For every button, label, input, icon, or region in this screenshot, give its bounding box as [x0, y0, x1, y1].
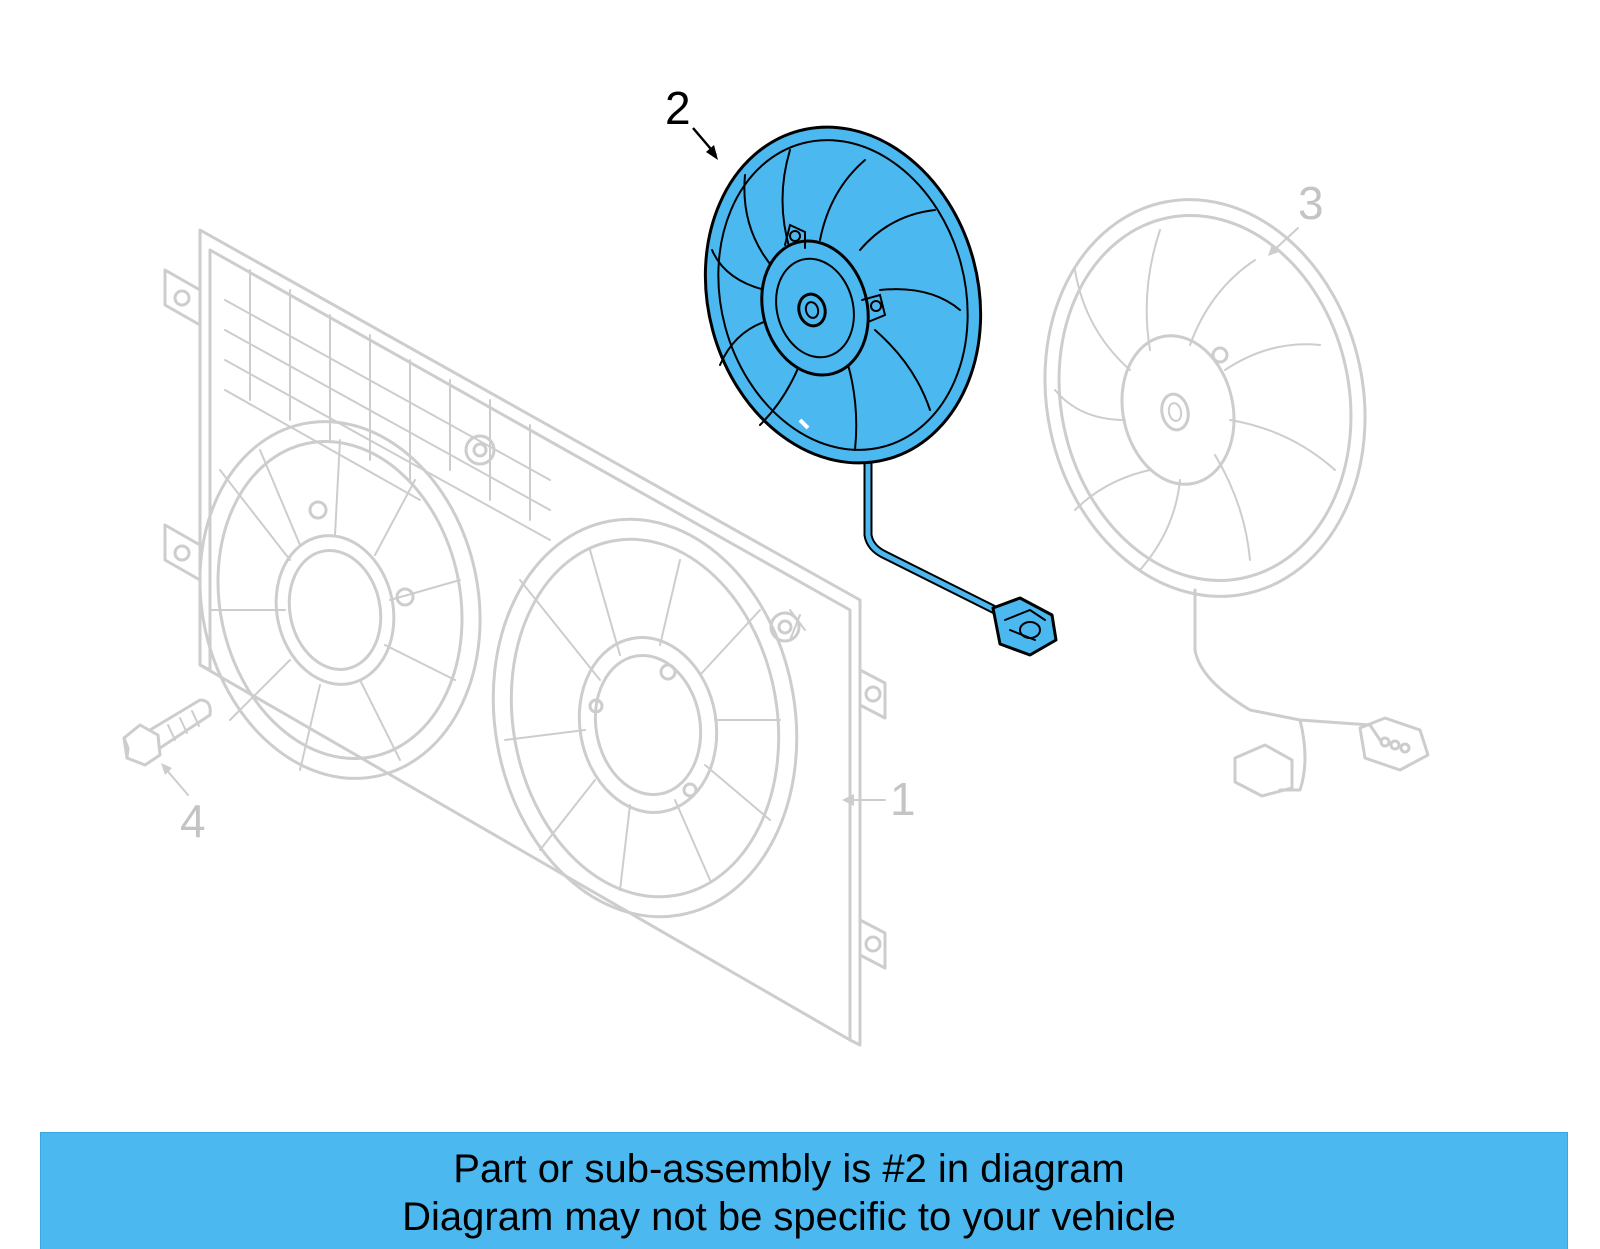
part-1-shroud — [163, 228, 887, 1047]
part-2-fan-assembly[interactable] — [669, 96, 1058, 657]
callout-3: 3 — [1298, 177, 1324, 229]
callout-2: 2 — [665, 82, 691, 134]
banner-line-1: Part or sub-assembly is #2 in diagram — [453, 1147, 1125, 1191]
callout-1: 1 — [890, 773, 916, 825]
notice-banner: Part or sub-assembly is #2 in diagram Di… — [40, 1132, 1568, 1249]
part-4-bolt — [122, 698, 212, 767]
callout-4: 4 — [180, 795, 206, 847]
leader-arrows — [161, 127, 1299, 806]
banner-line-2: Diagram may not be specific to your vehi… — [402, 1195, 1176, 1239]
part-3-fan-assembly — [1043, 198, 1430, 798]
